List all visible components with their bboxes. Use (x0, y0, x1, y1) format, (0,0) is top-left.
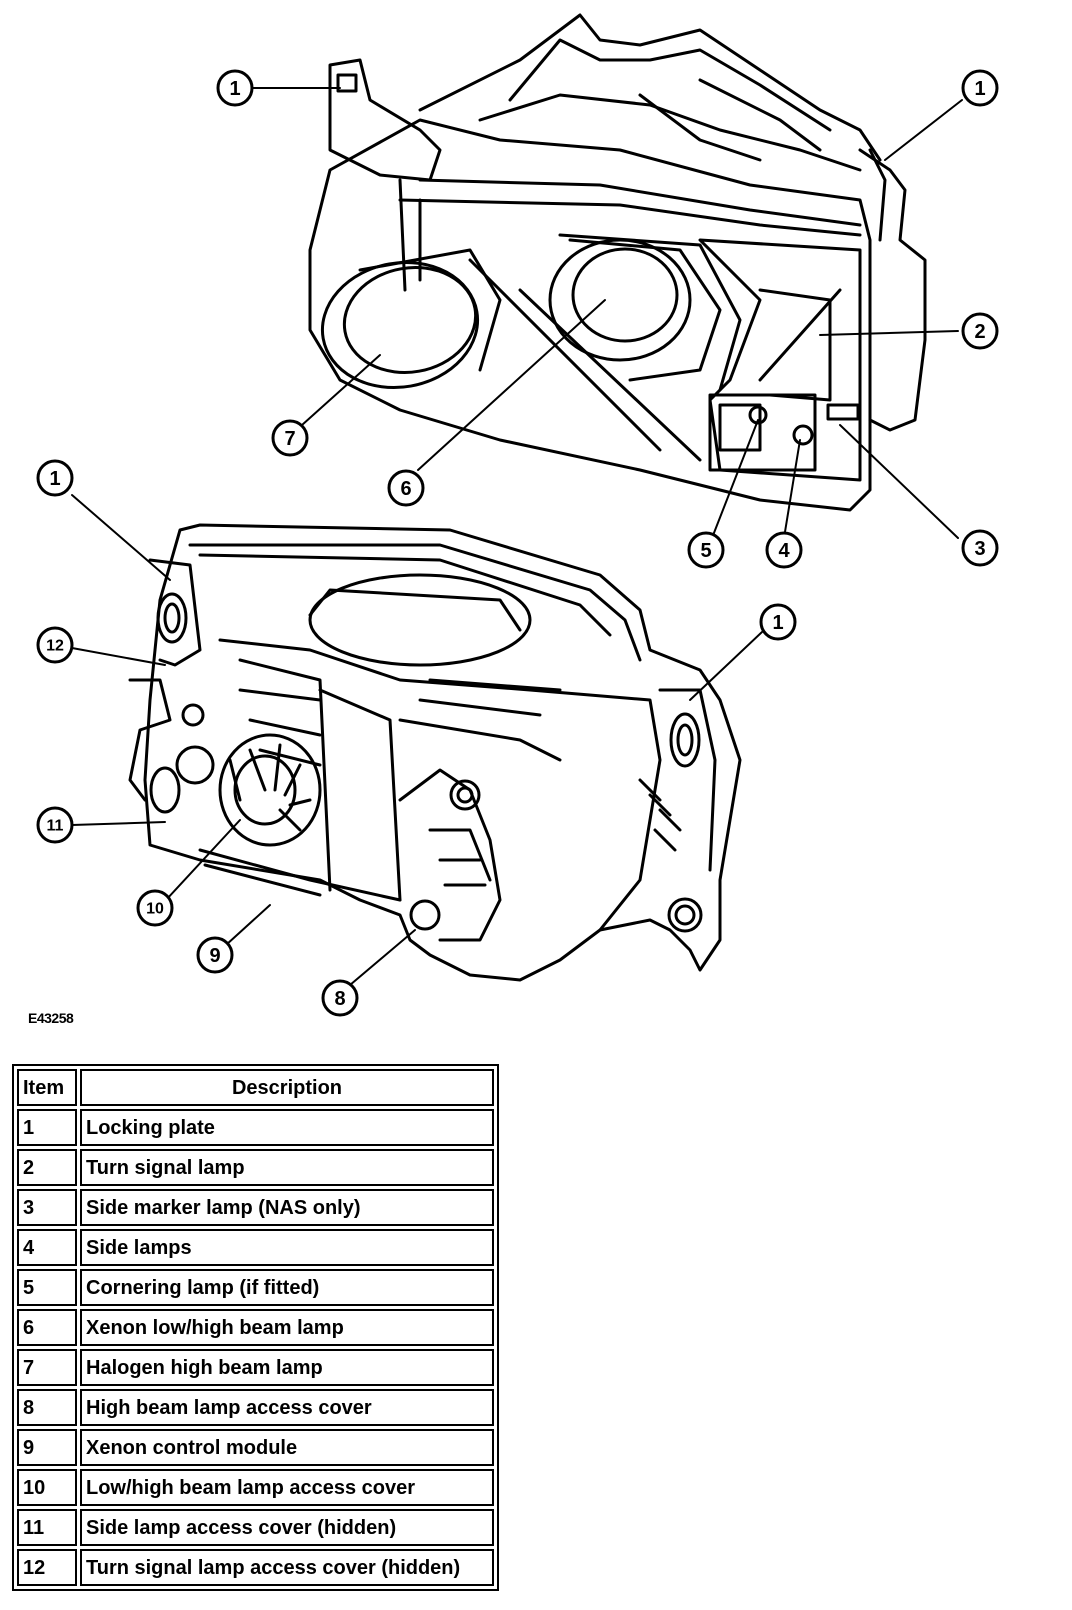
callout-3 (961, 529, 999, 567)
callout-11 (36, 806, 74, 844)
callout-1-top-left-label: 1 (229, 78, 240, 100)
callout-2-label: 2 (974, 321, 985, 343)
table-header-row: Item Description (17, 1069, 494, 1106)
front-headlamp-drawing (308, 13, 927, 512)
callout-1-mid-left-label: 1 (49, 468, 60, 490)
callout-1-top-right-label: 1 (974, 78, 985, 100)
callout-9-label: 9 (209, 945, 220, 967)
row-item: 7 (17, 1349, 77, 1386)
row-item: 5 (17, 1269, 77, 1306)
row-description: Xenon control module (80, 1429, 494, 1466)
callout-circles (36, 69, 999, 1017)
callout-10-label: 10 (146, 901, 164, 918)
header-item: Item (17, 1069, 77, 1106)
row-item: 10 (17, 1469, 77, 1506)
row-description: Turn signal lamp (80, 1149, 494, 1186)
callout-9 (196, 936, 234, 974)
callout-8-label: 8 (334, 988, 345, 1010)
row-description: Side lamps (80, 1229, 494, 1266)
headlamp-diagram: 1 1 2 3 4 5 6 7 1 12 1 11 10 9 8 (36, 13, 999, 1017)
callout-12-label: 12 (46, 638, 64, 655)
rear-headlamp-drawing (128, 523, 742, 982)
row-description: Cornering lamp (if fitted) (80, 1269, 494, 1306)
callout-4 (765, 531, 803, 569)
row-description: Side lamp access cover (hidden) (80, 1509, 494, 1546)
header-description: Description (80, 1069, 494, 1106)
row-item: 11 (17, 1509, 77, 1546)
row-description: Xenon low/high beam lamp (80, 1309, 494, 1346)
callout-4-label: 4 (778, 540, 790, 562)
callout-10 (136, 889, 174, 927)
row-item: 2 (17, 1149, 77, 1186)
callout-12 (36, 626, 74, 664)
callout-1-mid-right (759, 603, 797, 641)
row-item: 4 (17, 1229, 77, 1266)
callout-1-mid-right-label: 1 (772, 612, 783, 634)
row-description: Low/high beam lamp access cover (80, 1469, 494, 1506)
callout-8 (321, 979, 359, 1017)
leader-lines (71, 87, 963, 986)
figure-id: E43258 (28, 1010, 74, 1026)
row-item: 12 (17, 1549, 77, 1586)
callout-6 (387, 469, 425, 507)
row-description: Turn signal lamp access cover (hidden) (80, 1549, 494, 1586)
row-item: 6 (17, 1309, 77, 1346)
callout-1-top-left (216, 69, 254, 107)
callout-2 (961, 312, 999, 350)
row-item: 3 (17, 1189, 77, 1226)
callout-1-top-right (961, 69, 999, 107)
row-description: Halogen high beam lamp (80, 1349, 494, 1386)
row-item: 8 (17, 1389, 77, 1426)
callout-7 (271, 419, 309, 457)
callout-6-label: 6 (400, 478, 411, 500)
row-description: High beam lamp access cover (80, 1389, 494, 1426)
callout-3-label: 3 (974, 538, 985, 560)
callout-7-label: 7 (284, 428, 295, 450)
callout-1-mid-left (36, 459, 74, 497)
callout-11-label: 11 (47, 818, 64, 835)
row-description: Side marker lamp (NAS only) (80, 1189, 494, 1226)
row-description: Locking plate (80, 1109, 494, 1146)
row-item: 9 (17, 1429, 77, 1466)
row-item: 1 (17, 1109, 77, 1146)
callout-5-label: 5 (700, 540, 711, 562)
callout-5 (687, 531, 725, 569)
